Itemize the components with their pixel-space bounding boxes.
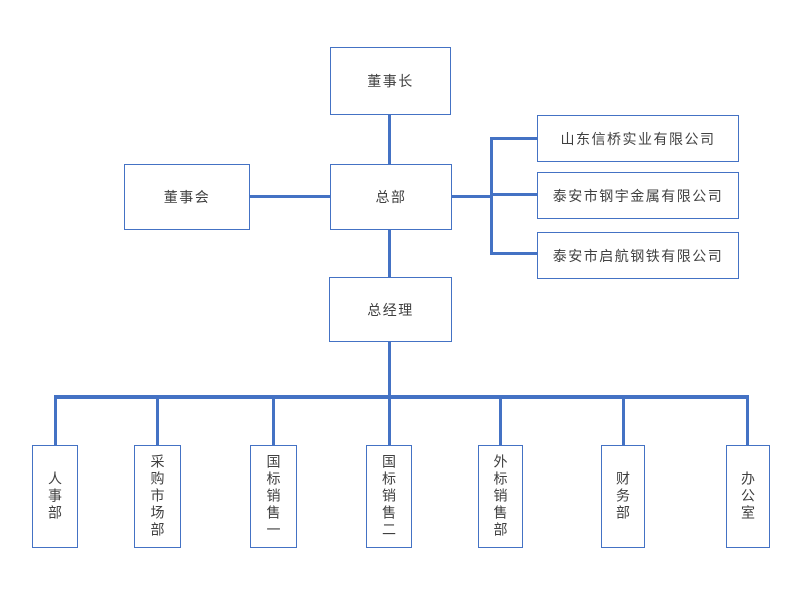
connector-department-3 [272,398,275,445]
connector-departments-bus [54,395,749,399]
connector-chairman-headquarters [388,115,391,165]
node-department-procurement-market: 采购市场部 [134,445,181,548]
node-department-gb-sales-1: 国标销售一 [250,445,297,548]
node-department-office: 办公室 [726,445,770,548]
connector-subsidiaries-bracket [490,137,493,255]
node-department-gb-sales-2: 国标销售二 [366,445,412,548]
connector-department-6 [622,398,625,445]
node-board: 董事会 [124,164,250,230]
connector-department-7 [746,398,749,445]
node-department-hr: 人事部 [32,445,78,548]
connector-subsidiary-1 [492,137,537,140]
node-subsidiary-2: 泰安市钢宇金属有限公司 [537,172,739,219]
node-subsidiary-1: 山东信桥实业有限公司 [537,115,739,162]
node-headquarters: 总部 [330,164,452,230]
connector-headquarters-bracket [452,195,492,198]
node-department-finance: 财务部 [601,445,645,548]
connector-subsidiary-3 [492,252,537,255]
connector-board-headquarters [250,195,330,198]
connector-subsidiary-2 [492,193,537,196]
connector-headquarters-gm [388,230,391,277]
connector-department-4 [388,398,391,445]
node-department-external-sales: 外标销售部 [478,445,523,548]
connector-department-2 [156,398,159,445]
connector-gm-bus [388,342,391,396]
connector-department-5 [499,398,502,445]
node-subsidiary-3: 泰安市启航钢铁有限公司 [537,232,739,279]
node-chairman: 董事长 [330,47,451,115]
connector-department-1 [54,398,57,445]
node-general-manager: 总经理 [329,277,452,342]
